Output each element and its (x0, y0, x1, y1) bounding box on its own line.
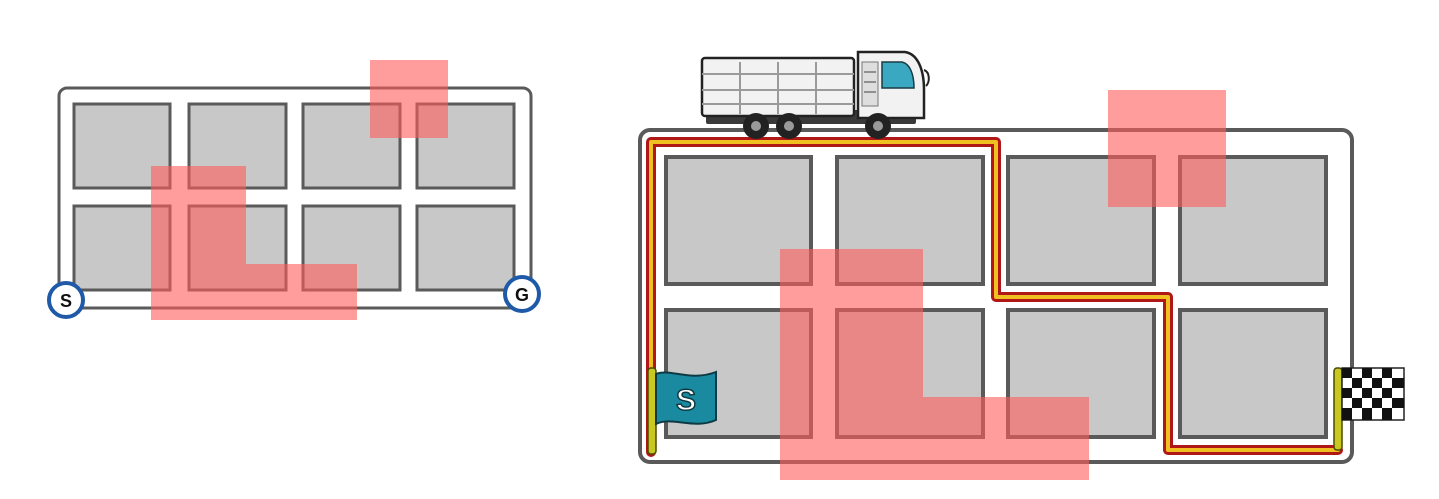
start-flag-icon: S (647, 367, 717, 455)
left-blocked-area-top (370, 60, 448, 138)
checkered-flag-icon (1333, 367, 1405, 451)
dump-truck-icon (700, 50, 930, 139)
left-map: S G (47, 60, 541, 320)
left-start-marker: S (47, 281, 85, 319)
goal-circle-icon (503, 275, 541, 313)
goal-flag-pole (1333, 367, 1343, 451)
start-flag-pole (647, 367, 657, 455)
left-blocked-area-l-shape (151, 166, 357, 320)
right-blocked-area-l-shape (780, 249, 1089, 480)
left-block (415, 204, 516, 292)
left-goal-marker: G (503, 275, 541, 313)
right-blocked-area-top (1108, 90, 1226, 207)
route-path-inner (649, 140, 1340, 454)
route-path (646, 137, 1343, 457)
goal-flag-checks (1342, 368, 1404, 420)
right-map: S (638, 50, 1405, 480)
start-flag-cloth (655, 370, 717, 426)
goal-marker-label: G (515, 285, 529, 305)
truck-wheels (743, 113, 891, 139)
start-flag-label: S (676, 384, 696, 417)
start-circle-icon (47, 281, 85, 319)
start-marker-label: S (60, 291, 72, 311)
truck-window (881, 61, 915, 89)
right-block (1178, 308, 1328, 439)
